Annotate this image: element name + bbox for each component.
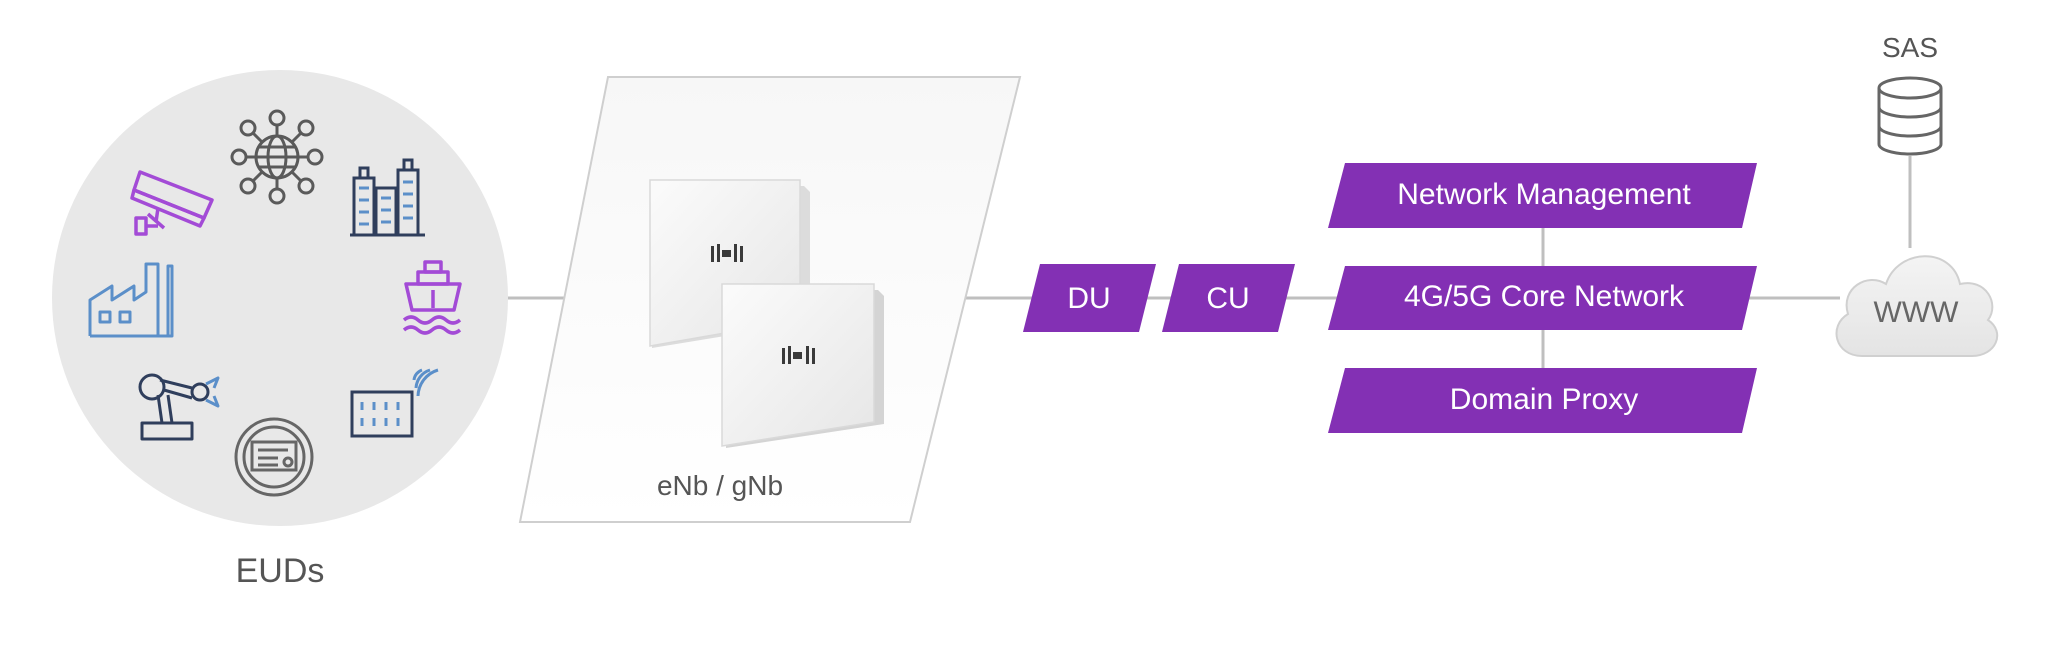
www-label: WWW <box>1873 296 1959 329</box>
network-globe-icon <box>230 109 324 205</box>
cu-box <box>1162 264 1295 332</box>
base-station-label: eNb / gNb <box>656 470 784 501</box>
network-management-box <box>1328 163 1757 228</box>
city-buildings-icon <box>350 158 425 237</box>
cloud-icon <box>1835 255 1999 357</box>
surveillance-camera-icon <box>130 170 214 236</box>
eud-label: EUDs <box>235 552 325 590</box>
radio-unit-icon <box>721 283 884 448</box>
eud-circle <box>52 70 508 526</box>
ship-icon <box>402 260 462 335</box>
core-network-box <box>1328 266 1757 330</box>
smart-office-building-icon <box>350 368 439 438</box>
robotic-arm-icon <box>138 373 220 441</box>
domain-proxy-box <box>1328 368 1757 433</box>
smart-meter-icon <box>234 417 314 497</box>
du-box <box>1023 264 1156 332</box>
database-icon <box>1877 76 1943 156</box>
factory-icon <box>88 262 174 338</box>
sas-label: SAS <box>1881 32 1939 63</box>
